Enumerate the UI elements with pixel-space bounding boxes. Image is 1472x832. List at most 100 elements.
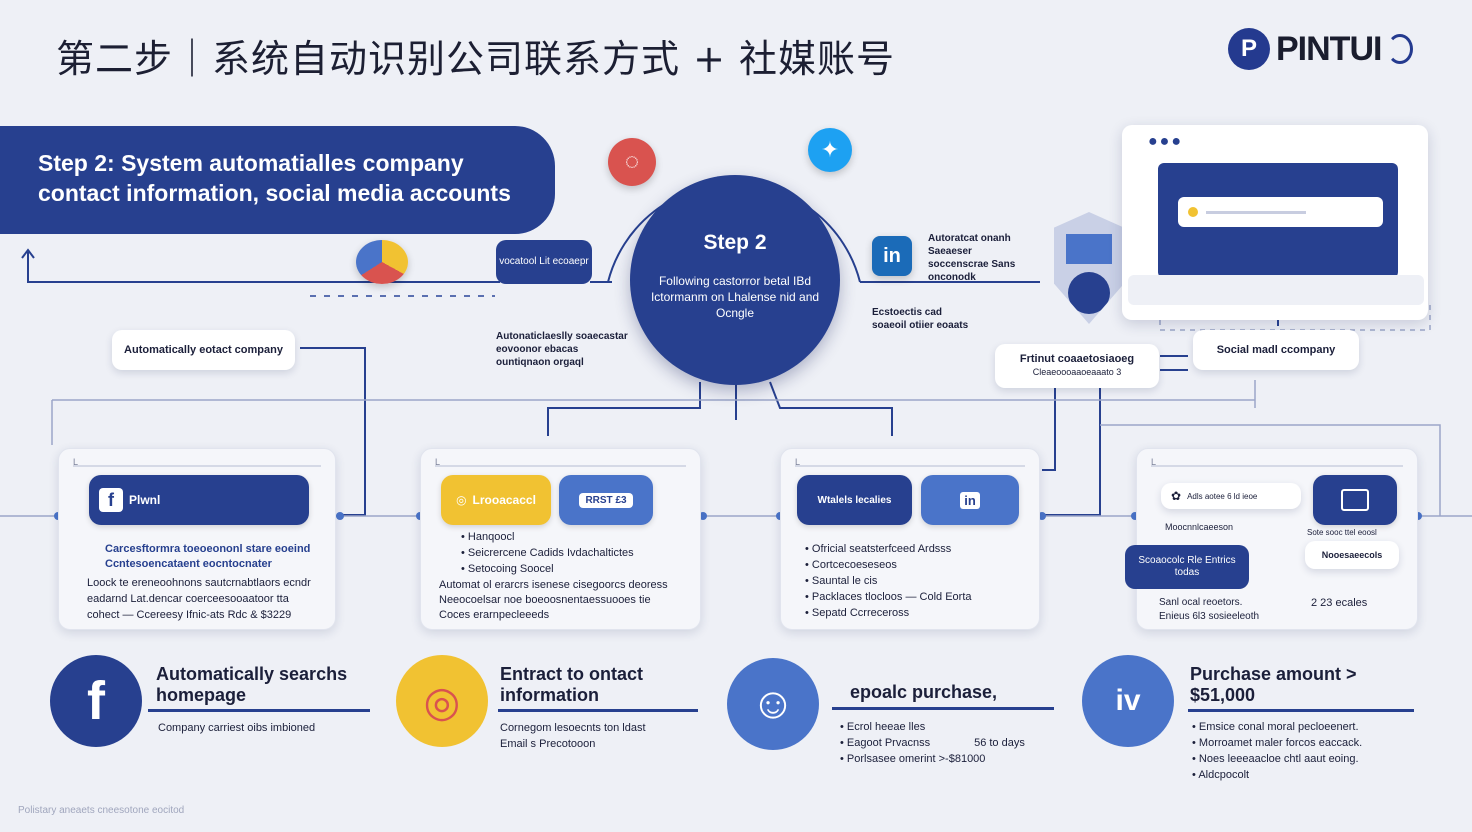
card1-blue-1: Carcesftormra toeoeononl stare eoeind — [105, 543, 311, 555]
image-icon-button[interactable] — [1313, 475, 1397, 525]
logo-ring-icon — [1387, 34, 1414, 64]
card3-bullets: Ofricial seatsterfceed Ardsss Cortcecoes… — [805, 541, 972, 621]
hub-title: Step 2 — [703, 231, 767, 254]
product-callout: Frtinut coaaetosiaoeg Cleaeoooaaoeaaato … — [995, 344, 1159, 388]
camera-icon: ◎ — [456, 493, 467, 507]
yellow-pill-button[interactable]: ◎ Lrooacaccl — [441, 475, 551, 525]
bottom-1-title-1: Automatically searchs — [156, 664, 348, 684]
step-banner: Step 2: System automatialles company con… — [0, 126, 555, 234]
facebook-pill-button[interactable]: f Plwnl — [89, 475, 309, 525]
verified-callout: vocatool Lit ecoaepr — [496, 240, 592, 284]
card1-blue-2: Ccntesoencataent eocntocnater — [105, 558, 272, 570]
image-icon — [1341, 489, 1369, 511]
card-social-accounts: L Wtalels lecalies in Ofricial seatsterf… — [780, 448, 1040, 630]
hub-body: Following castorror betal IBd Ictormanm … — [650, 274, 820, 320]
card-homepage: L f Plwnl Carcesftormra toeoeononl stare… — [58, 448, 336, 630]
bottom-4-title-2: $51,000 — [1190, 685, 1256, 705]
bottom-3-bullet-3: Porlsasee omerint >-$81000 — [840, 751, 1025, 767]
iv-icon: iv — [1082, 655, 1174, 747]
card3-bullet-2: Cortcecoeseseos — [805, 557, 972, 573]
card1-line-1: Loock te ereneoohnons sautcrnabtlaors ec… — [87, 577, 311, 589]
card2-bullet-1: Hanqoocl — [461, 529, 634, 545]
page-title: 第二步｜系统自动识别公司联系方式 + 社媒账号 — [56, 37, 896, 81]
step-2-hub: Step 2 Following castorror betal IBd Ict… — [630, 175, 840, 385]
browser-screen — [1158, 163, 1398, 278]
card1-line-2: eadarnd Lat.dencar coerceesooaatoor tta — [87, 593, 289, 605]
linkedin-pill-button[interactable]: in — [921, 475, 1019, 525]
bottom-1-rule — [148, 709, 370, 712]
card-toolbar: L — [435, 457, 686, 467]
card-toolbar: L — [795, 457, 1025, 467]
card4-sub-2: Sote sooc ttel eoosl — [1307, 528, 1377, 537]
card4-foot-1-value: 2 23 ecales — [1311, 597, 1368, 609]
facebook-icon: f — [99, 488, 123, 512]
card2-line-1: Automat ol erarcrs isenese cisegoorcs de… — [439, 579, 668, 591]
product-title: Frtinut coaaetosiaoeg — [1019, 353, 1135, 365]
bottom-4-bullet-2: Morroamet maler forcos eaccack. — [1192, 735, 1362, 751]
logo-text: PINTUI — [1276, 29, 1382, 68]
bottom-1-line-1: Company carriest oibs imbioned — [158, 722, 316, 734]
pie-chart-icon — [356, 240, 408, 284]
card4-dark-pill: Scoaocolc Rle Entrics todas — [1125, 545, 1249, 589]
bottom-1-title-2: homepage — [156, 685, 247, 705]
bottom-4-bullet-3: Noes leeeaacloe chtl aaut eoing. — [1192, 751, 1362, 767]
card-toolbar: L — [1151, 457, 1403, 467]
bottom-2-line-2: Email s Precotooon — [500, 738, 596, 750]
search-input[interactable] — [1178, 197, 1383, 227]
bird-icon: ✿ — [1171, 488, 1182, 503]
card4-foot-1: Sanl ocal reoetors. — [1159, 597, 1243, 608]
blue-pill-button[interactable]: RRST £3 — [559, 475, 653, 525]
facebook-icon: f — [50, 655, 142, 747]
linkedin-icon: in — [872, 236, 912, 276]
card-contact-extract: L ◎ Lrooacaccl RRST £3 Hanqoocl Seicrerc… — [420, 448, 701, 630]
auto-company-callout: Automatically eotact company — [112, 330, 295, 370]
card3-bullet-1: Ofricial seatsterfceed Ardsss — [805, 541, 972, 557]
product-sub: Cleaeoooaaoeaaato 3 — [1032, 367, 1122, 377]
card4-right-chip: Nooesaeecols — [1305, 541, 1399, 569]
social-note: Ecstoectis cad soaeoil otiier eoaats — [872, 307, 969, 331]
card2-line-2: Neeocoelsar noe boeoosnentaessuooes tie — [439, 594, 651, 606]
bottom-2-rule — [498, 709, 698, 712]
bottom-2-line-1: Cornegom lesoecnts ton ldast — [500, 722, 646, 734]
dark-pill-button[interactable]: Wtalels lecalies — [797, 475, 912, 525]
banner-line-2: contact information, social media accoun… — [38, 180, 511, 206]
card4-sub-1: Moocnnlcaeeson — [1165, 522, 1234, 532]
card3-bullet-5: Sepatd Ccrreceross — [805, 605, 972, 621]
brand-logo[interactable]: P PINTUI — [1228, 28, 1414, 70]
twitter-icon: ✦ — [808, 128, 852, 172]
card4-foot-2: Enieus 6l3 sosieeleoth — [1159, 611, 1260, 622]
instagram-red-icon: ◌ — [608, 138, 656, 186]
social-company-callout: Social madl ccompany — [1193, 330, 1359, 370]
chip-top: ✿ Adls aotee 6 ld ieoe — [1161, 483, 1301, 509]
bottom-3-bullet-1: Ecrol heeae lles — [840, 719, 1025, 735]
banner-line-1: Step 2: System automatialles company — [38, 150, 464, 176]
card1-line-3: cohect — Ccereesy Ifnic-ats Rdc & $3229 — [87, 609, 292, 621]
card2-bullets: Hanqoocl Seicrercene Cadids Ivdachaltict… — [461, 529, 634, 577]
card2-bullet-3: Setocoing Soocel — [461, 561, 634, 577]
browser-window: ●●● — [1122, 125, 1428, 320]
card-purchase-filter: L ✿ Adls aotee 6 ld ieoe Moocnnlcaeeson … — [1125, 448, 1418, 630]
window-dots-icon: ●●● — [1148, 133, 1183, 150]
bottom-3-title-1: epoalc purchase, — [850, 682, 998, 702]
blue-pill-label: RRST £3 — [579, 492, 633, 508]
browser-base — [1128, 275, 1424, 305]
card3-bullet-4: Packlaces tlocloos — Cold Eorta — [805, 589, 972, 605]
bottom-2-title-2: information — [500, 685, 599, 705]
logo-p-icon: P — [1228, 28, 1270, 70]
footnote: Polistary aneaets cneesotone eocitod — [18, 805, 185, 816]
linkedin-square-icon: in — [960, 491, 980, 509]
bottom-4-bullet-1: Emsice conal moral pecloeenert. — [1192, 719, 1362, 735]
yellow-pill-label: Lrooacaccl — [472, 493, 536, 507]
bottom-3-rule — [832, 707, 1054, 710]
card2-line-3: Coces erarnpecleeeds — [439, 609, 550, 621]
card2-bullet-2: Seicrercene Cadids Ivdachaltictes — [461, 545, 634, 561]
bottom-4-title-1: Purchase amount > — [1190, 664, 1357, 684]
chip-top-label: Adls aotee 6 ld ieoe — [1187, 491, 1258, 501]
bottom-4-bullet-4: Aldcpocolt — [1192, 767, 1362, 783]
auto-note: Autonaticlaeslly soaecastar eovoonor eba… — [496, 331, 628, 368]
bottom-2-title-1: Entract to ontact — [500, 664, 644, 684]
user-search-icon: ☺ — [727, 658, 819, 750]
card3-bullet-3: Sauntal le cis — [805, 573, 972, 589]
